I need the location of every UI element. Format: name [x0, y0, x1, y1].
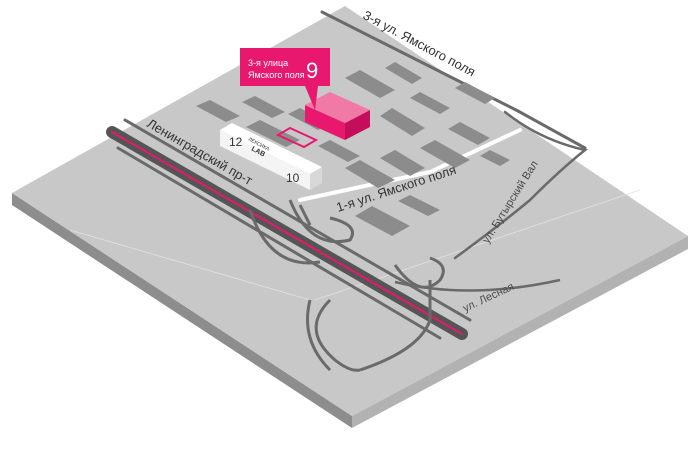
callout-line2: Ямского поля [248, 70, 305, 80]
road-butyrsky [453, 110, 588, 260]
road-yamskoe-1 [298, 128, 522, 202]
callout-line1: 3-я улица [248, 58, 288, 68]
interchange-left [248, 199, 354, 265]
buildings [196, 62, 510, 236]
target-building [305, 92, 370, 140]
interchange-bottom [306, 256, 445, 372]
building-number-12: 12 [229, 135, 243, 149]
ground-top [12, 6, 688, 416]
ground-left-side [12, 193, 352, 428]
callout-number: 9 [306, 58, 318, 83]
highlight-footprint [275, 126, 319, 149]
road-leningradsky [106, 118, 472, 340]
ground-right-side [352, 236, 688, 428]
address-callout: 3-я улица Ямского поля 9 [240, 48, 330, 110]
white-block [220, 123, 322, 190]
building-number-10: 10 [286, 171, 300, 185]
